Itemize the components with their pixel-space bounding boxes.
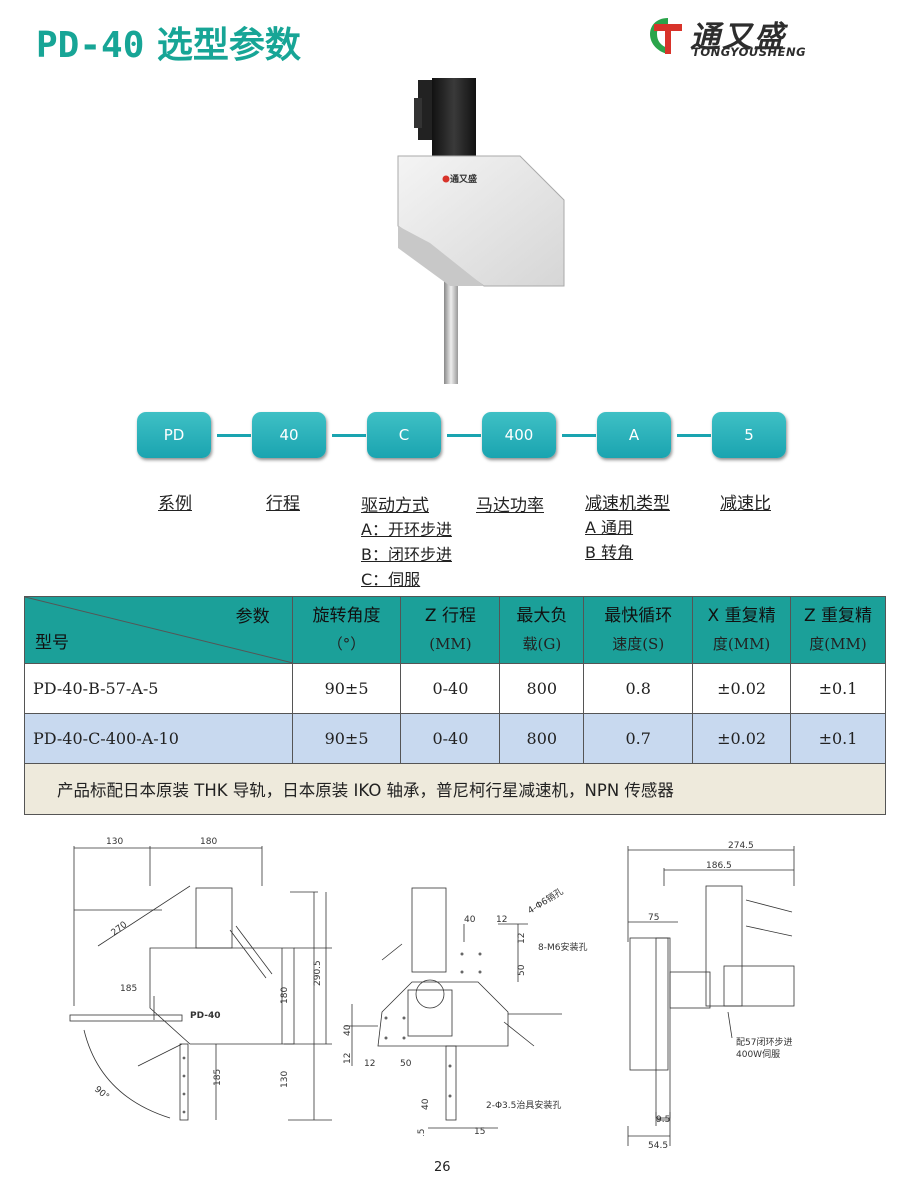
dimension-label: 50 (400, 1059, 412, 1069)
title-code: PD-40 (36, 25, 145, 66)
logo-cn-text: 通又盛 (690, 20, 786, 55)
col-header-z-repeat: Z 重复精度(MM) (790, 596, 886, 664)
dimension-label: 40 (343, 1024, 353, 1036)
code-divider (562, 434, 596, 437)
brand-logo: 通又盛 TONGYOUSHENG (648, 12, 828, 62)
code-box-ratio: 5 (712, 412, 786, 458)
drive-option-a: A：开环步进 (361, 520, 452, 539)
dimension-label: 15 (474, 1127, 485, 1136)
label-drive: 驱动方式 (361, 496, 429, 516)
dimension-label: 12 (496, 915, 507, 925)
dimension-label: 12 (364, 1059, 375, 1069)
table-corner-header: 参数 型号 (24, 596, 293, 664)
table-note: 产品标配日本原装 THK 导轨，日本原装 IKO 轴承，普尼柯行星减速机，NPN… (24, 763, 886, 815)
logo-mark-icon (650, 18, 682, 54)
code-box-stroke: 40 (252, 412, 326, 458)
dimension-label: 15 (417, 1129, 427, 1136)
callout-pin-holes: 4-Φ6销孔 (525, 885, 565, 916)
dimension-label: 54.5 (648, 1141, 668, 1151)
product-logo-icon (442, 175, 450, 183)
dimension-label: 50 (517, 964, 527, 976)
reducer-option-a: A 通用 (585, 518, 634, 537)
code-box-drive: C (367, 412, 441, 458)
code-box-series: PD (137, 412, 211, 458)
dimension-label: 186.5 (706, 861, 732, 871)
callout-fixture-holes: 2-Φ3.5治具安装孔 (486, 1099, 561, 1111)
code-divider (217, 434, 251, 437)
model-code-row: PD 40 C 400 A 5 (137, 412, 797, 462)
dimension-label: 185 (213, 1069, 223, 1086)
dimension-label: 12 (343, 1053, 353, 1064)
cell-z-repeat: ±0.1 (790, 713, 886, 764)
dimension-label: 270 (110, 920, 130, 939)
label-series: 系例 (158, 494, 192, 514)
drawing-top-view: 40 12 12 50 40 12 12 50 40 15 15 4-Φ6销孔 … (343, 885, 587, 1136)
code-box-reducer: A (597, 412, 671, 458)
callout-mount-holes: 8-M6安装孔 (538, 941, 587, 953)
col-header-x-repeat: X 重复精度(MM) (692, 596, 792, 664)
label-reducer: 减速机类型 (585, 494, 670, 514)
cell-max-load: 800 (499, 663, 585, 714)
cell-x-repeat: ±0.02 (692, 663, 792, 714)
col-header-z-stroke: Z 行程(MM) (400, 596, 501, 664)
cell-max-load: 800 (499, 713, 585, 764)
cell-cycle-speed: 0.7 (583, 713, 694, 764)
dimension-label: 40 (421, 1098, 431, 1110)
page-number: 26 (434, 1160, 451, 1175)
label-ratio: 减速比 (720, 494, 771, 514)
cell-z-stroke: 0-40 (400, 663, 501, 714)
callout-motor-line2: 400W伺服 (736, 1048, 780, 1060)
dimension-label: 9.5 (656, 1115, 670, 1125)
dimension-label: 130 (280, 1071, 290, 1088)
dimension-label: 75 (648, 913, 659, 923)
product-image: 通又盛 (397, 78, 565, 384)
code-divider (332, 434, 366, 437)
product-badge-text: 通又盛 (450, 173, 477, 185)
drawing-front-view: 130 180 270 185 180 290.5 185 130 90° PD… (69, 837, 332, 1121)
code-divider (447, 434, 481, 437)
cell-model: PD-40-C-400-A-10 (24, 713, 293, 764)
col-header-cycle-speed: 最快循环速度(S) (583, 596, 694, 664)
dimension-label: 90° (92, 1085, 111, 1103)
corner-bottom-label: 型号 (35, 633, 69, 653)
table-row: PD-40-B-57-A-5 90±5 0-40 800 0.8 ±0.02 ±… (24, 663, 886, 714)
reducer-option-b: B 转角 (585, 543, 634, 562)
cell-rotation: 90±5 (291, 663, 402, 714)
drive-option-c: C：伺服 (361, 570, 421, 589)
spec-table: 参数 型号 旋转角度（°） Z 行程(MM) 最大负载(G) 最快循环速度(S)… (24, 596, 886, 815)
part-label: PD-40 (190, 1011, 221, 1021)
col-header-max-load: 最大负载(G) (499, 596, 585, 664)
code-divider (677, 434, 711, 437)
cell-x-repeat: ±0.02 (692, 713, 792, 764)
logo-en-text: TONGYOUSHENG (692, 45, 807, 59)
corner-top-label: 参数 (235, 607, 270, 627)
col-header-rotation: 旋转角度（°） (291, 596, 402, 664)
cell-z-stroke: 0-40 (400, 713, 501, 764)
dimension-label: 130 (106, 837, 123, 847)
page-title: PD-40 选型参数 (36, 16, 301, 68)
cell-rotation: 90±5 (291, 713, 402, 764)
dimension-label: 185 (120, 984, 137, 994)
label-motor: 马达功率 (476, 496, 544, 516)
dimension-label: 180 (280, 987, 290, 1004)
cell-z-repeat: ±0.1 (790, 663, 886, 714)
code-box-motor: 400 (482, 412, 556, 458)
dimension-label: 180 (200, 837, 217, 847)
dimension-label: 40 (464, 915, 476, 925)
dimension-label: 290.5 (313, 960, 323, 986)
drawing-side-view: 274.5 186.5 75 9.5 54.5 配57闭环步进 400W伺服 (627, 841, 795, 1151)
cell-cycle-speed: 0.8 (583, 663, 694, 714)
dimension-label: 274.5 (728, 841, 754, 851)
diagonal-line (25, 597, 293, 663)
drive-option-b: B：闭环步进 (361, 545, 452, 564)
callout-motor-line1: 配57闭环步进 (736, 1036, 792, 1048)
cell-model: PD-40-B-57-A-5 (24, 663, 293, 714)
title-text: 选型参数 (156, 25, 301, 66)
dimension-label: 12 (517, 933, 527, 944)
table-row: PD-40-C-400-A-10 90±5 0-40 800 0.7 ±0.02… (24, 713, 886, 764)
label-stroke: 行程 (266, 494, 300, 514)
